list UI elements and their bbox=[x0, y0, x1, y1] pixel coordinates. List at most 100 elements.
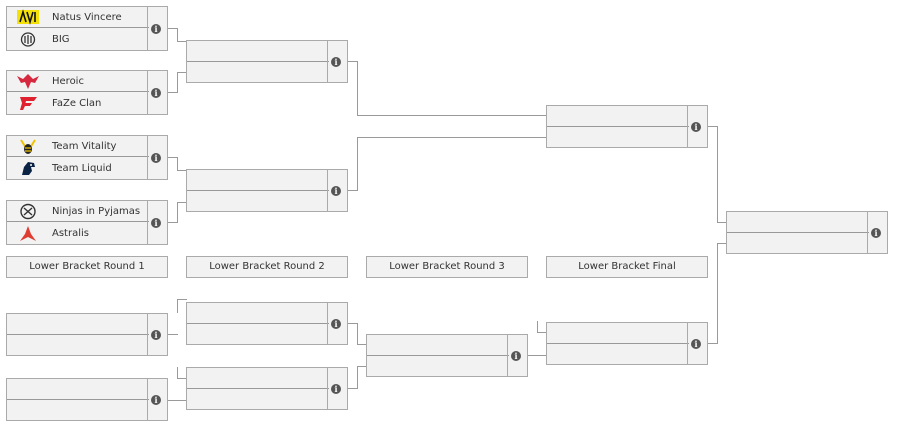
team-name: Ninjas in Pyjamas bbox=[52, 206, 141, 217]
team-slot-empty[interactable] bbox=[7, 336, 149, 357]
match-lower-round1-2: i bbox=[6, 378, 168, 421]
team-slot-empty[interactable] bbox=[7, 401, 149, 422]
team-slot-empty[interactable] bbox=[187, 170, 329, 191]
team-slot-empty[interactable] bbox=[7, 379, 149, 400]
connector bbox=[357, 344, 367, 345]
team-slot-empty[interactable] bbox=[187, 41, 329, 62]
liquid-horse-logo-icon bbox=[17, 160, 39, 177]
connector bbox=[527, 355, 547, 356]
info-icon: i bbox=[151, 217, 161, 228]
team-slot-empty[interactable] bbox=[187, 325, 329, 346]
team-slot-liquid[interactable]: Team Liquid bbox=[7, 158, 149, 179]
match-info-button[interactable]: i bbox=[147, 136, 167, 179]
match-lower-round3: i bbox=[366, 334, 528, 377]
match-info-button[interactable]: i bbox=[327, 41, 347, 82]
connector bbox=[167, 157, 177, 158]
match-lower-round1-1: i bbox=[6, 313, 168, 356]
faze-logo-icon bbox=[17, 95, 39, 112]
team-slot-vitality[interactable]: Team Vitality bbox=[7, 136, 149, 157]
team-slot-empty[interactable] bbox=[727, 212, 869, 233]
team-slot-empty[interactable] bbox=[547, 345, 689, 366]
info-icon: i bbox=[871, 227, 881, 238]
connector bbox=[167, 92, 177, 93]
connector bbox=[177, 72, 178, 93]
info-icon: i bbox=[331, 383, 341, 394]
connector bbox=[357, 115, 547, 116]
match-lower-final: i bbox=[546, 322, 708, 365]
connector bbox=[357, 137, 358, 191]
connector bbox=[717, 222, 727, 223]
big-logo-icon bbox=[17, 31, 39, 48]
team-name: Team Liquid bbox=[52, 163, 112, 174]
team-slot-empty[interactable] bbox=[367, 335, 509, 356]
vitality-bee-logo-icon bbox=[17, 138, 39, 155]
team-slot-empty[interactable] bbox=[187, 192, 329, 213]
team-slot-empty[interactable] bbox=[187, 390, 329, 411]
navi-logo-icon bbox=[17, 9, 39, 26]
connector bbox=[537, 321, 538, 333]
connector bbox=[707, 343, 717, 344]
team-slot-heroic[interactable]: Heroic bbox=[7, 71, 149, 92]
round-label-lower-r3: Lower Bracket Round 3 bbox=[366, 256, 528, 278]
match-navi-vs-big: Natus Vincere BIG i bbox=[6, 6, 168, 51]
match-info-button[interactable]: i bbox=[687, 106, 707, 147]
match-lower-round2-2: i bbox=[186, 367, 348, 410]
team-slot-empty[interactable] bbox=[547, 128, 689, 149]
info-icon: i bbox=[691, 121, 701, 132]
team-slot-empty[interactable] bbox=[187, 368, 329, 389]
team-slot-empty[interactable] bbox=[547, 106, 689, 127]
nip-logo-icon bbox=[17, 203, 39, 220]
connector bbox=[177, 28, 178, 42]
connector bbox=[177, 202, 187, 203]
info-icon: i bbox=[511, 350, 521, 361]
match-info-button[interactable]: i bbox=[147, 314, 167, 355]
team-slot-faze[interactable]: FaZe Clan bbox=[7, 93, 149, 114]
match-upper-round2-1: i bbox=[186, 40, 348, 83]
team-slot-big[interactable]: BIG bbox=[7, 29, 149, 50]
team-slot-empty[interactable] bbox=[367, 357, 509, 378]
match-lower-round2-1: i bbox=[186, 302, 348, 345]
team-slot-empty[interactable] bbox=[187, 63, 329, 84]
match-info-button[interactable]: i bbox=[147, 7, 167, 50]
match-info-button[interactable]: i bbox=[147, 201, 167, 244]
connector bbox=[167, 222, 177, 223]
info-icon: i bbox=[331, 318, 341, 329]
team-slot-astralis[interactable]: Astralis bbox=[7, 223, 149, 244]
connector bbox=[357, 366, 358, 389]
connector bbox=[177, 72, 187, 73]
team-slot-empty[interactable] bbox=[727, 234, 869, 255]
connector bbox=[177, 299, 178, 313]
team-slot-empty[interactable] bbox=[547, 323, 689, 344]
connector bbox=[347, 388, 357, 389]
info-icon: i bbox=[331, 56, 341, 67]
match-vitality-vs-liquid: Team Vitality Team Liquid i bbox=[6, 135, 168, 180]
info-icon: i bbox=[151, 23, 161, 34]
connector bbox=[177, 378, 187, 379]
match-info-button[interactable]: i bbox=[147, 71, 167, 114]
team-name: Natus Vincere bbox=[52, 12, 122, 23]
team-name: Astralis bbox=[52, 228, 89, 239]
team-name: BIG bbox=[52, 34, 70, 45]
match-info-button[interactable]: i bbox=[867, 212, 887, 253]
connector bbox=[357, 137, 547, 138]
match-nip-vs-astralis: Ninjas in Pyjamas Astralis i bbox=[6, 200, 168, 245]
team-slot-navi[interactable]: Natus Vincere bbox=[7, 7, 149, 28]
connector bbox=[347, 190, 357, 191]
team-slot-empty[interactable] bbox=[187, 303, 329, 324]
info-icon: i bbox=[151, 87, 161, 98]
match-heroic-vs-faze: Heroic FaZe Clan i bbox=[6, 70, 168, 115]
match-info-button[interactable]: i bbox=[147, 379, 167, 420]
team-slot-empty[interactable] bbox=[7, 314, 149, 335]
match-info-button[interactable]: i bbox=[327, 303, 347, 344]
connector bbox=[717, 243, 727, 244]
info-icon: i bbox=[151, 329, 161, 340]
match-info-button[interactable]: i bbox=[327, 368, 347, 409]
match-info-button[interactable]: i bbox=[327, 170, 347, 211]
match-info-button[interactable]: i bbox=[507, 335, 527, 376]
connector bbox=[167, 28, 177, 29]
info-icon: i bbox=[691, 338, 701, 349]
team-slot-nip[interactable]: Ninjas in Pyjamas bbox=[7, 201, 149, 222]
match-info-button[interactable]: i bbox=[687, 323, 707, 364]
connector bbox=[167, 400, 187, 401]
match-upper-round2-2: i bbox=[186, 169, 348, 212]
